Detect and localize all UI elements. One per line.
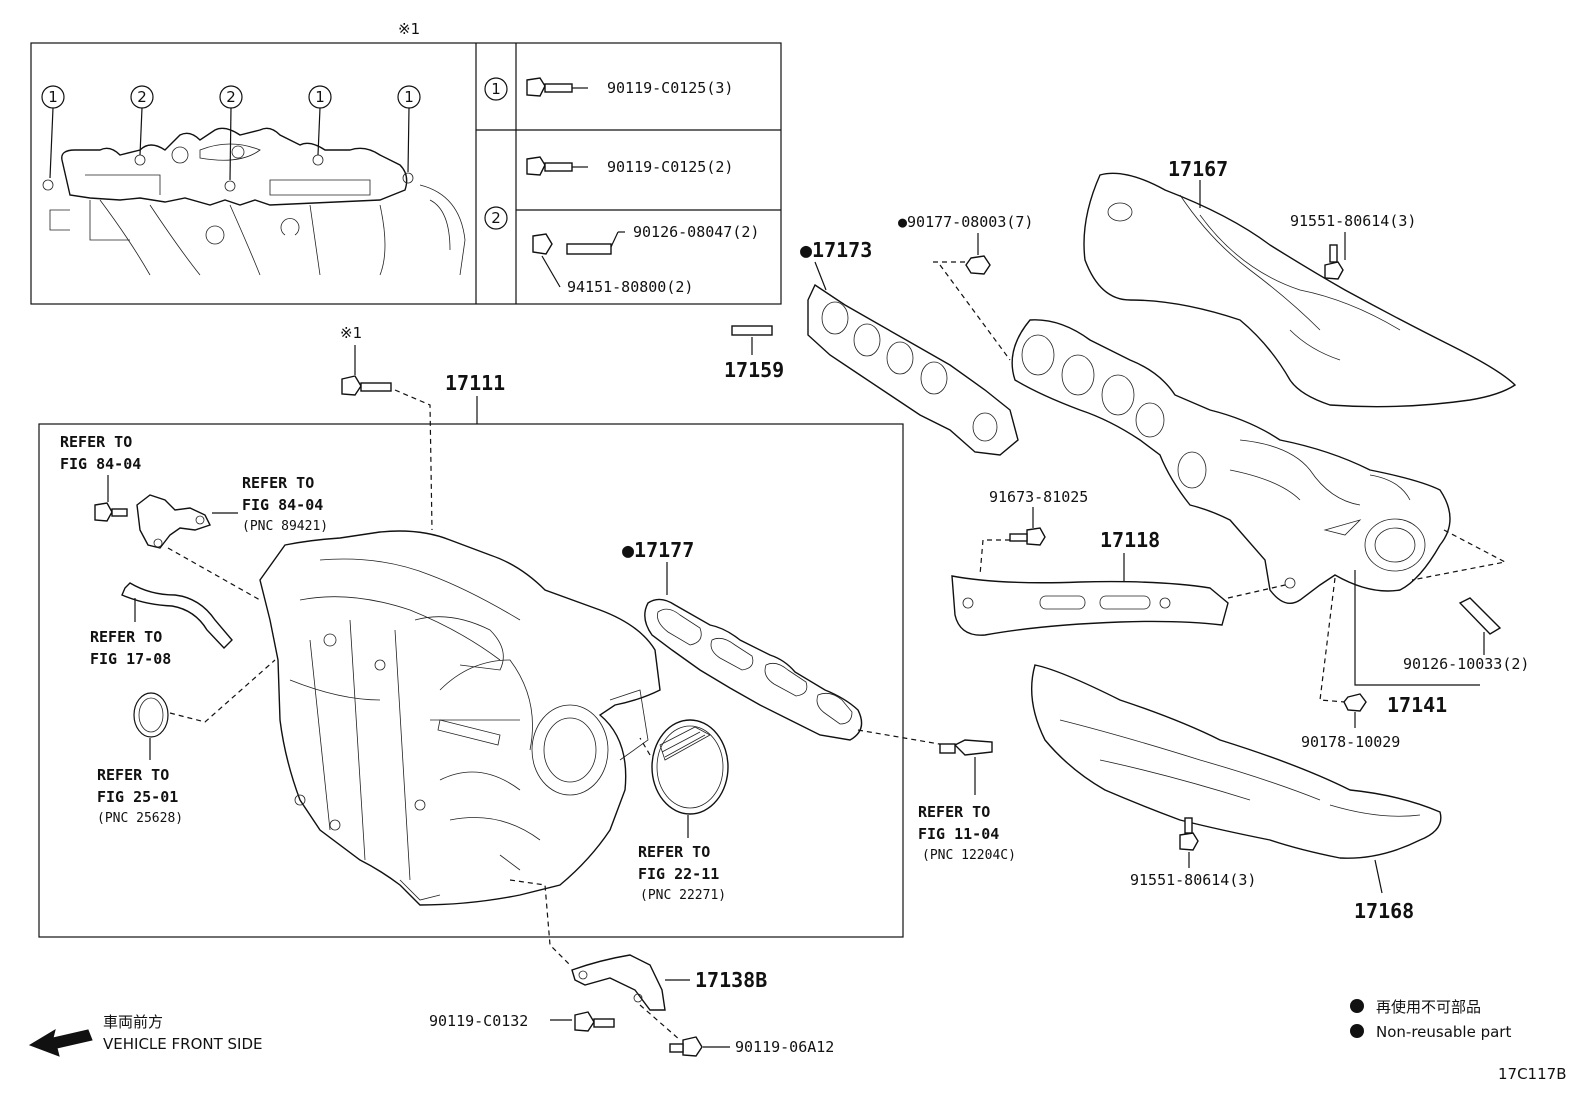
part-90119-06A12-label: 90119-06A12 [735,1038,834,1056]
intake-manifold-box [38,423,904,938]
filled-dot-icon [1350,1024,1364,1038]
inset-callout-2b: 2 [219,85,243,181]
intake-manifold [259,530,661,906]
callout-label: 1 [48,88,58,106]
vehicle-front-jp: 車両前方 [103,1013,163,1031]
inset-callout-1a: 1 [41,85,65,179]
ref-fig25-01-line1: REFER TO [97,766,169,784]
bolt-icon [341,375,392,396]
pcv-valve-icon [939,739,993,756]
table-key: 1 [491,80,501,98]
bolt-icon [1324,232,1346,280]
inset-callout-1c: 1 [397,85,421,173]
bolt-icon [94,502,128,522]
stud-icon [731,325,773,336]
ref-fig84-04-line1: REFER TO [60,433,132,451]
part-17118-label: 17118 [1100,528,1160,552]
legend-jp: 再使用不可部品 [1376,998,1481,1016]
part-17177-label: ●17177 [622,538,694,562]
ref-fig84-04b-line3: (PNC 89421) [242,519,328,534]
exhaust-manifold-gasket [807,283,1019,456]
ref-fig11-04-line1: REFER TO [918,803,990,821]
ref-fig25-01-line2: FIG 25-01 [97,788,178,806]
ref-fig84-04-line2: FIG 84-04 [60,455,141,473]
intake-bracket [571,954,666,1011]
bolt-icon [669,1036,703,1057]
part-90177-label: ●90177-08003(7) [898,213,1033,231]
part-17173-label: ●17173 [800,238,872,262]
filled-dot-icon [1350,999,1364,1013]
heat-insulator-upper [1083,172,1517,408]
nut-icon [1343,693,1367,712]
stud-icon [1458,597,1502,635]
inset-marker: ※1 [398,20,420,38]
ref-fig11-04-line2: FIG 11-04 [918,825,999,843]
part-17138B-label: 17138B [695,968,767,992]
bolt-icon [574,1011,615,1032]
bolt-icon [526,156,588,176]
arrow-left-icon [28,1028,93,1057]
exhaust-manifold [1011,319,1451,604]
part-17141-label: 17141 [1387,693,1447,717]
part-90178-label: 90178-10029 [1301,733,1400,751]
ref-fig25-01-line3: (PNC 25628) [97,811,183,826]
part-17159-label: 17159 [724,358,784,382]
callout-label: 1 [315,88,325,106]
part-17168-label: 17168 [1354,899,1414,923]
map-sensor [136,494,211,549]
nut-icon [965,255,991,275]
inset-callout-1b: 1 [308,85,332,156]
legend: 再使用不可部品 Non-reusable part [1350,998,1511,1041]
inset-box: ※1 1 2 [30,20,782,305]
inset-table-key-1: 1 [484,77,508,101]
part-91551-lower-label: 91551-80614(3) [1130,871,1256,889]
ref-fig17-08-line2: FIG 17-08 [90,650,171,668]
hose-clamp [133,692,169,738]
part-17167-label: 17167 [1168,157,1228,181]
ref-fig22-11-line2: FIG 22-11 [638,865,719,883]
ref-fig84-04b-line1: REFER TO [242,474,314,492]
heat-insulator-lower [1030,664,1442,859]
table-key: 2 [491,209,501,227]
bolt-icon [1179,817,1199,851]
part-91551-upper-label: 91551-80614(3) [1290,212,1416,230]
ref-fig22-11-line3: (PNC 22271) [640,888,726,903]
intake-manifold-gasket [644,598,863,741]
part-number: 94151-80800(2) [567,278,693,296]
ref-fig84-04b-line2: FIG 84-04 [242,496,323,514]
inset-table-key-2: 2 [484,206,508,230]
stud-bolt-icon [566,231,625,255]
inset-flange-drawing [42,127,466,276]
callout-label: 2 [137,88,147,106]
legend-en: Non-reusable part [1376,1023,1511,1041]
inset-callout-2a: 2 [130,85,154,156]
callout-label: 2 [226,88,236,106]
part-number: 90126-08047(2) [633,223,759,241]
part-91673-label: 91673-81025 [989,488,1088,506]
bolt-icon [1009,527,1046,546]
part-number: 90119-C0125(2) [607,158,733,176]
part-number: 90119-C0125(3) [607,79,733,97]
throttle-body-gasket [651,719,729,815]
callout-label: 1 [404,88,414,106]
drawing-code: 17C117B [1498,1065,1566,1083]
inset-marker-ref: ※1 [340,324,362,342]
vehicle-front-en: VEHICLE FRONT SIDE [103,1035,263,1053]
ref-fig22-11-line1: REFER TO [638,843,710,861]
vacuum-hose [121,582,233,650]
part-90126-10033-label: 90126-10033(2) [1403,655,1529,673]
part-17111-label: 17111 [445,371,505,395]
nut-icon [532,233,561,288]
manifold-stay-bracket [951,575,1229,636]
ref-fig11-04-line3: (PNC 12204C) [922,848,1016,863]
bolt-icon [526,77,588,97]
part-90119-C0132-label: 90119-C0132 [429,1012,528,1030]
ref-fig17-08-line1: REFER TO [90,628,162,646]
